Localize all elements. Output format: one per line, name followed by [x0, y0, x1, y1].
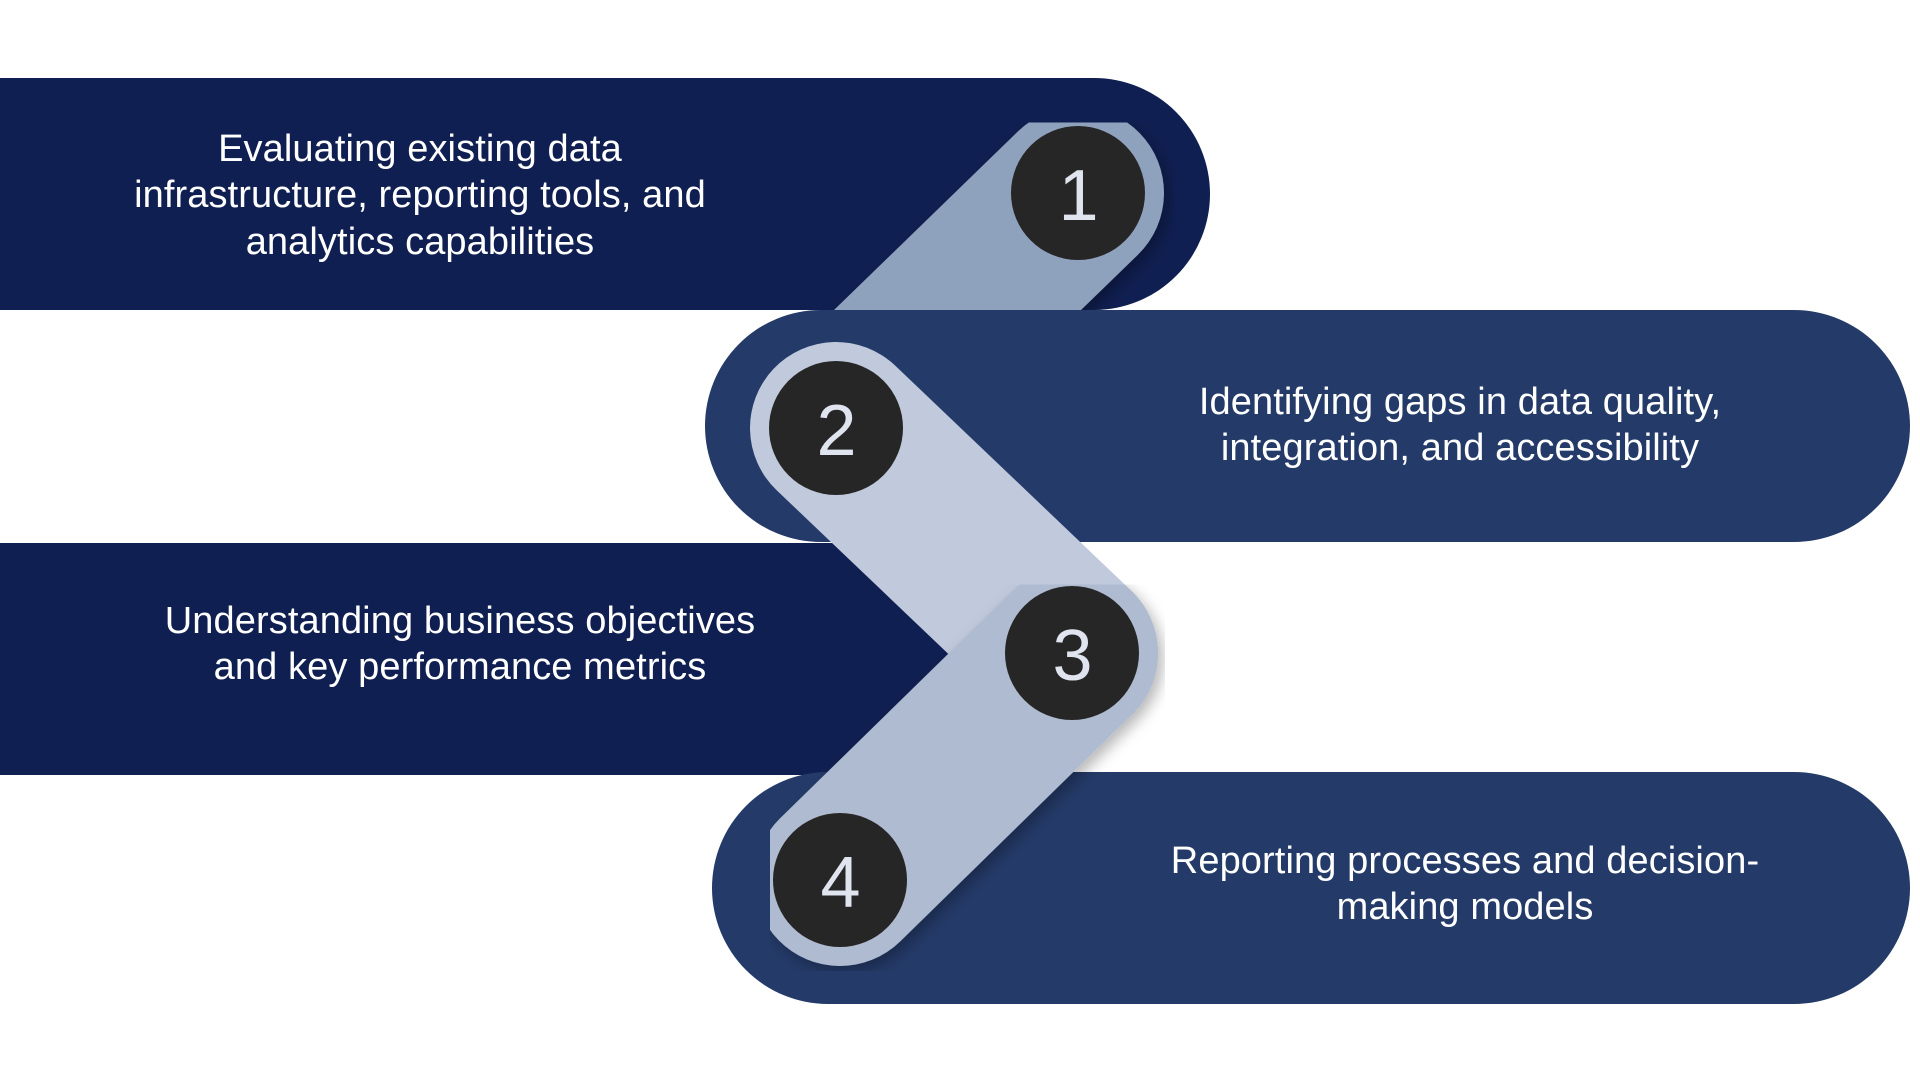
step-4-label: Reporting processes and decision- making… [1170, 840, 1760, 929]
badge-2-circle[interactable] [769, 361, 903, 495]
badge-1-number: 1 [1058, 156, 1098, 236]
badge-2-number: 2 [816, 391, 856, 471]
badge-4-number: 4 [820, 843, 860, 923]
badge-3-circle[interactable] [1005, 586, 1139, 720]
bar-3-shape[interactable] [0, 543, 1010, 775]
step-3-label: Understanding business objectives and ke… [164, 600, 756, 689]
badge-3-number: 3 [1052, 616, 1092, 696]
badge-4-circle[interactable] [773, 813, 907, 947]
step-2-label: Identifying gaps in data quality, integr… [1198, 381, 1722, 470]
step-1-label: Evaluating existing data infrastructure,… [134, 128, 706, 263]
badge-1-circle[interactable] [1011, 126, 1145, 260]
